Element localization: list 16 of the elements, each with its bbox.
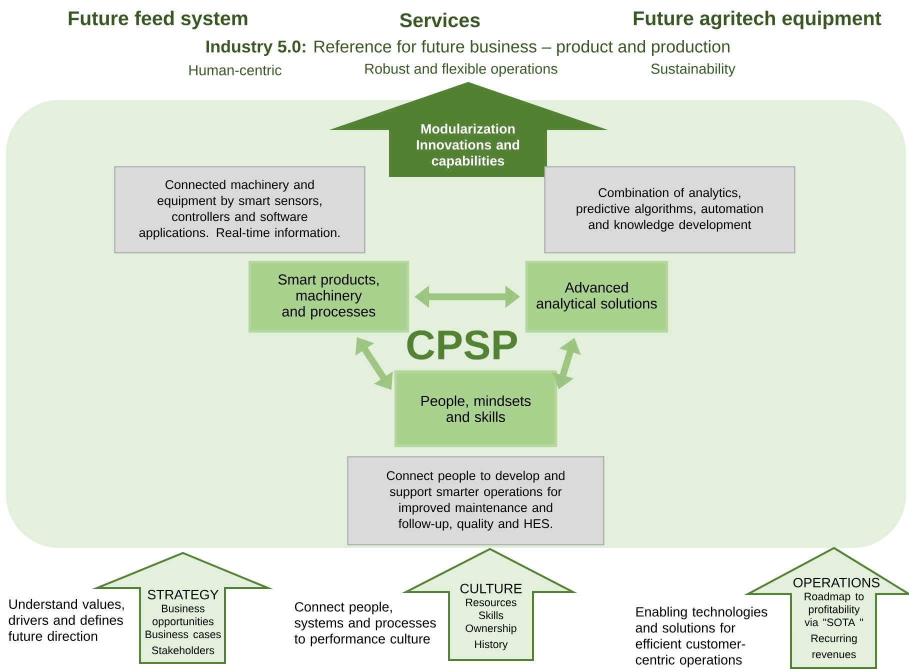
description: Enabling technologies and solutions for efficient customer-centric operations (636, 606, 768, 668)
center-title: CPSP (407, 330, 518, 360)
concept-box: Smart products, machinery and processes (248, 260, 410, 333)
concept-box: Advanced analytical solutions (525, 260, 668, 333)
theme-label: Human-centric (189, 64, 282, 76)
heading: Services (400, 12, 480, 28)
info-box: Connected machinery and equipment by smart sensors, controllers and software applications. Real-time information. (114, 166, 366, 254)
heading: Future feed system (68, 10, 248, 30)
info-box: Connect people to develop and support smarter operations for improved maintenance and follow-up, quality and HES. (347, 456, 604, 546)
heading: Future agritech equipment (634, 10, 882, 30)
description: Understand values, drivers and defines future direction (8, 599, 124, 641)
concept-box: People, mindsets and skills (394, 370, 558, 448)
info-box: Combination of analytics, predictive algorithms, automation and knowledge development (544, 166, 796, 254)
description: Connect people, systems and processes to performance culture (294, 602, 436, 646)
subheading: Industry 5.0: Reference for future business – product and production (206, 40, 730, 56)
theme-label: Sustainability (651, 63, 736, 77)
